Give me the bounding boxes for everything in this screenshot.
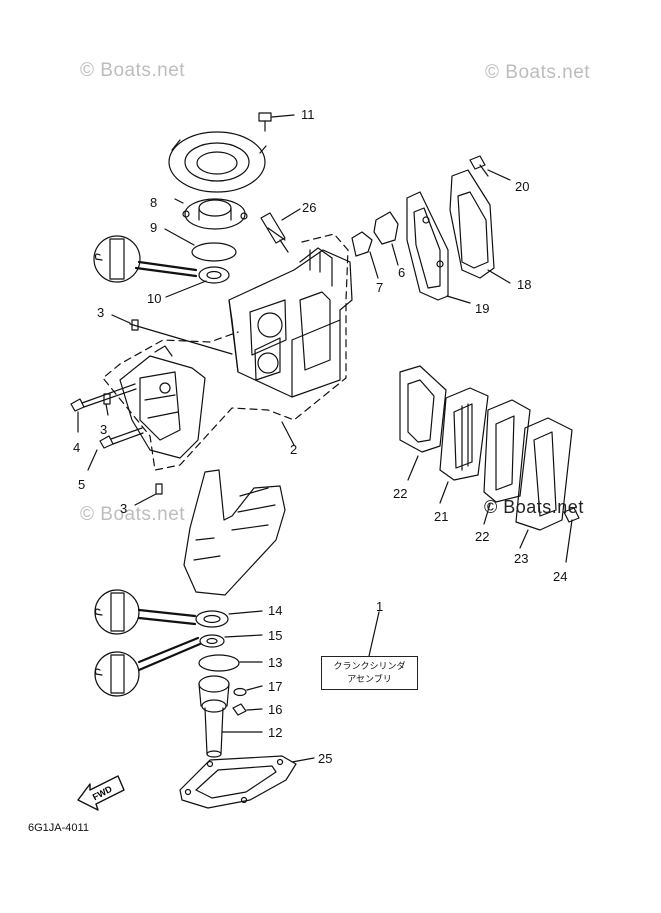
watermark-middle-left: © Boats.net	[80, 504, 186, 525]
assembly-name-line-1: クランクシリンダ	[333, 662, 406, 672]
crankcase-half	[119, 345, 206, 459]
plug-part-7	[351, 231, 379, 279]
gasket-part-23	[515, 417, 573, 549]
tube-part-12	[198, 675, 263, 758]
spark-plug-part-26	[260, 208, 301, 253]
callout-7: 7	[376, 280, 384, 295]
diagram-code: 6G1JA-4011	[28, 822, 89, 834]
assembly-name-box: クランクシリンダ アセンブリ	[321, 656, 418, 690]
callout-25: 25	[318, 751, 333, 766]
hand-illustration	[183, 469, 286, 596]
gasket-part-19	[406, 191, 471, 304]
short-bolt-part-5	[87, 427, 144, 471]
callout-26: 26	[302, 200, 317, 215]
callout-23: 23	[514, 551, 529, 566]
callout-19: 19	[475, 301, 490, 316]
assembly-outline	[102, 233, 349, 471]
callout-18: 18	[517, 277, 532, 292]
callout-12: 12	[268, 725, 283, 740]
callout-3-b: 3	[100, 422, 108, 437]
callout-22-b: 22	[475, 529, 490, 544]
callout-4: 4	[73, 440, 81, 455]
callout-11: 11	[301, 107, 315, 122]
callout-17: 17	[268, 679, 283, 694]
dowel-pin-part-3-a	[131, 319, 139, 331]
gasket-part-22-first	[399, 365, 447, 481]
callout-3-a: 3	[97, 305, 105, 320]
callout-20: 20	[515, 179, 530, 194]
grease-detail-circle-bottom	[94, 636, 202, 697]
watermark-middle-right: © Boats.net	[484, 497, 584, 517]
watermark-top-right: © Boats.net	[485, 62, 591, 83]
cylinder-block	[228, 247, 353, 398]
grease-detail-circle-middle	[94, 589, 197, 635]
callout-21: 21	[434, 509, 449, 524]
gasket-part-22-second	[483, 399, 531, 525]
thermostat-part-6	[373, 211, 399, 266]
watermark-top-left: © Boats.net	[80, 60, 186, 81]
bolt-part-24	[563, 507, 580, 563]
callout-1: 1	[376, 599, 384, 614]
callout-9: 9	[150, 220, 158, 235]
callout-14: 14	[268, 603, 283, 618]
oil-seal-part-14	[195, 610, 263, 628]
oil-seal-part-10	[165, 266, 230, 298]
callout-5: 5	[78, 477, 86, 492]
callout-3-c: 3	[120, 501, 128, 516]
washer-part-17	[233, 685, 263, 697]
callout-6: 6	[398, 265, 406, 280]
bolt-part-20	[469, 155, 511, 181]
assembly-name-line-2: アセンブリ	[347, 675, 392, 685]
callout-22-a: 22	[393, 486, 408, 501]
long-bolt-part-4	[70, 383, 137, 433]
bolt-part-11	[258, 112, 295, 132]
fwd-arrow	[77, 775, 125, 811]
callout-2: 2	[290, 442, 298, 457]
bolt-part-16	[232, 703, 263, 716]
callout-10: 10	[147, 291, 162, 306]
callout-15: 15	[268, 628, 283, 643]
gasket-part-25	[179, 755, 315, 809]
cover-plate	[168, 131, 267, 193]
o-ring-part-9	[191, 242, 237, 262]
callout-24: 24	[553, 569, 568, 584]
callout-8: 8	[150, 195, 158, 210]
callout-13: 13	[268, 655, 283, 670]
reed-valve-part-21	[439, 387, 489, 504]
bearing-part-15	[199, 634, 263, 648]
water-cover-part-18	[449, 169, 511, 284]
grease-detail-circle-top	[93, 235, 198, 283]
bearing-housing-part-8	[174, 198, 248, 230]
dowel-pin-part-3-c	[155, 483, 163, 495]
o-ring-part-13	[198, 654, 240, 672]
callout-16: 16	[268, 702, 283, 717]
